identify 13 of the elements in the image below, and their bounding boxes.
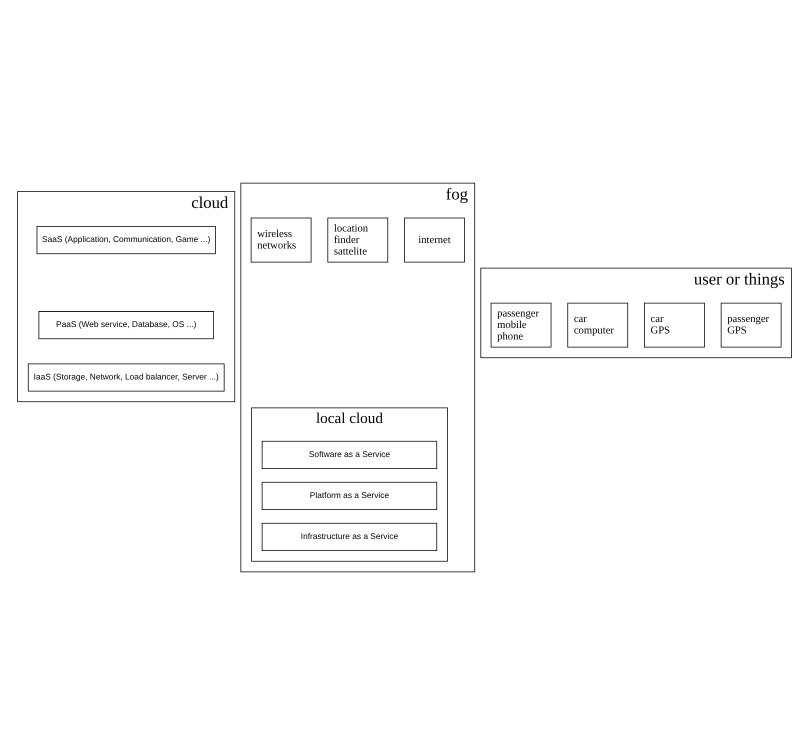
- node-box: PaaS (Web service, Database, OS ...): [38, 311, 214, 340]
- node-box: internet: [404, 218, 465, 262]
- node-box: Software as a Service: [262, 440, 438, 469]
- node-box: Platform as a Service: [262, 482, 438, 510]
- node-box: car GPS: [644, 302, 705, 348]
- node-box: Infrastructure as a Service: [262, 522, 438, 551]
- node-box: IaaS (Storage, Network, Load balancer, Server ...): [28, 363, 225, 392]
- node-box: car computer: [567, 302, 628, 348]
- node-box: passenger GPS: [720, 302, 782, 348]
- node-box: SaaS (Application, Communication, Game ...): [36, 226, 216, 254]
- node-box: passenger mobile phone: [490, 302, 552, 348]
- node-box: location finder sattelite: [327, 218, 388, 262]
- node-box: wireless networks: [250, 218, 312, 262]
